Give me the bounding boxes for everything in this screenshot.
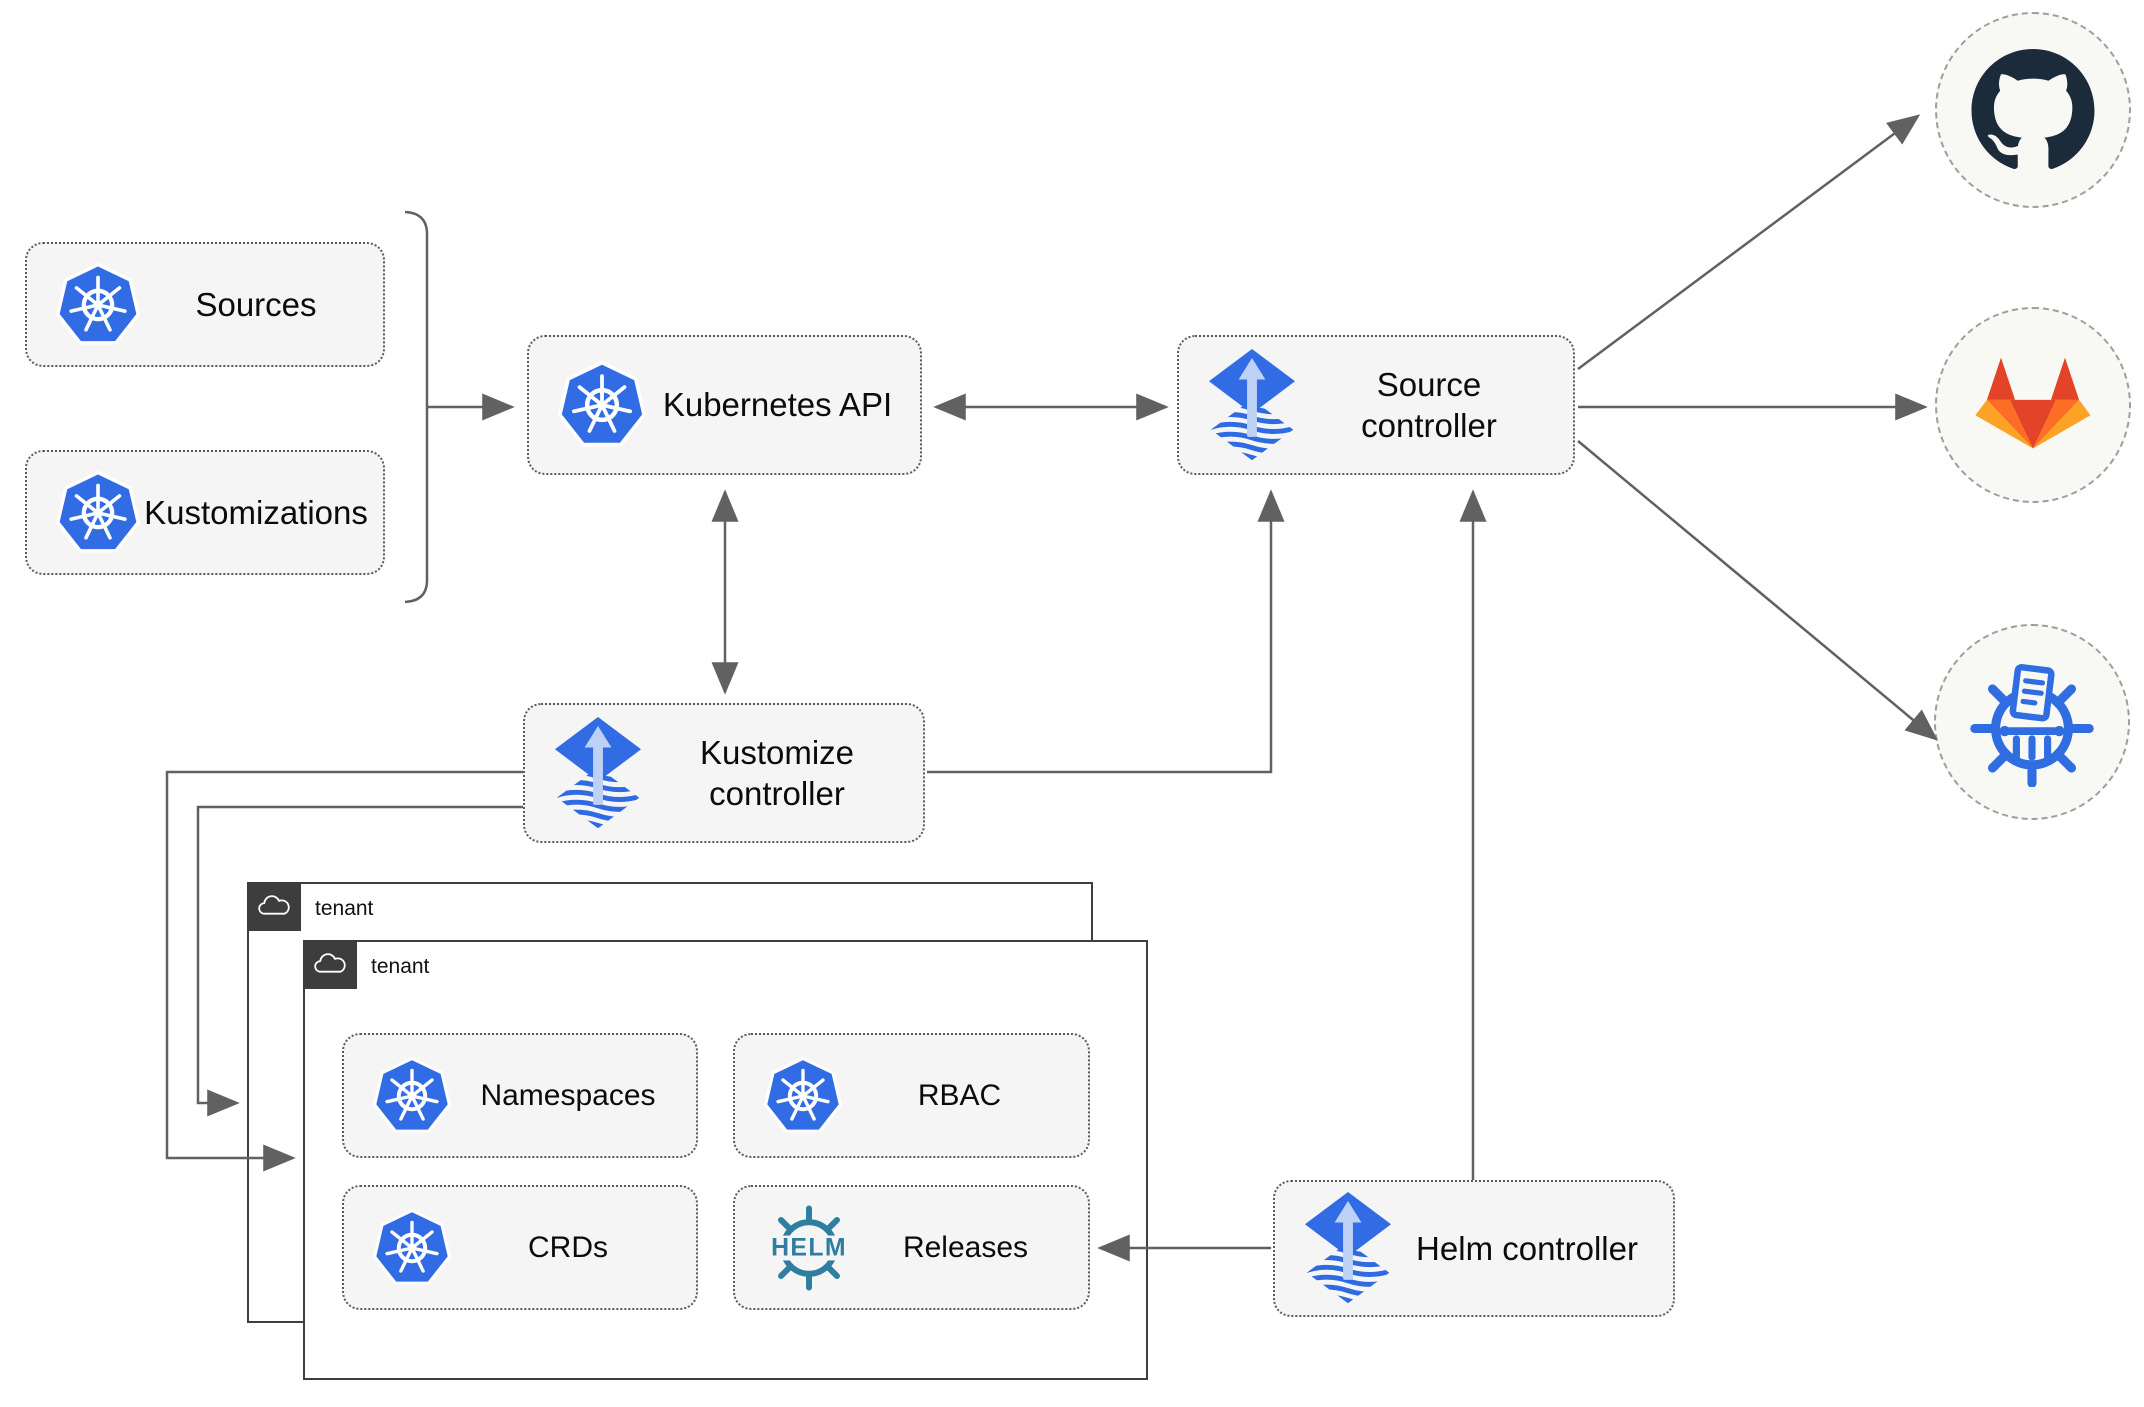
node-namespaces: Namespaces [342, 1033, 698, 1158]
kubernetes-icon [55, 262, 141, 348]
github-icon [1970, 49, 2096, 172]
node-crds: CRDs [342, 1185, 698, 1310]
node-label: Source controller [1361, 365, 1497, 444]
node-label: CRDs [528, 1230, 608, 1264]
node-helm-controller: Helm controller [1273, 1180, 1675, 1317]
chartmuseum-icon [1970, 664, 2094, 787]
edge-kustomize-to-source-controller [927, 489, 1285, 774]
node-label: Kustomize controller [699, 733, 855, 812]
tenant-tab [302, 939, 357, 989]
node-label: Sources [195, 285, 317, 323]
tenant-box-front: tenant [302, 939, 1148, 1380]
flux-icon [553, 717, 643, 830]
node-rbac: RBAC [733, 1033, 1090, 1158]
node-label: Kubernetes API [662, 386, 893, 424]
brace-sources-group [404, 210, 429, 604]
kubernetes-icon [55, 470, 141, 556]
node-source-controller: Source controller [1177, 335, 1575, 475]
kubernetes-icon [372, 1056, 452, 1136]
helm-icon: HELM [765, 1204, 853, 1291]
kubernetes-icon [763, 1056, 843, 1136]
kubernetes-icon [557, 360, 647, 450]
node-label: Releases [902, 1230, 1029, 1264]
tenant-label: tenant [371, 955, 430, 978]
node-releases: HELM Releases [733, 1185, 1090, 1310]
cloud-icon [255, 893, 293, 919]
chart-document [2009, 664, 2055, 722]
cloud-icon [311, 951, 349, 977]
node-label: Helm controller [1416, 1229, 1638, 1267]
node-kubernetes-api: Kubernetes API [527, 335, 922, 475]
node-kustomize-controller: Kustomize controller [523, 703, 925, 843]
endpoint-github [1935, 12, 2131, 208]
kubernetes-icon [372, 1208, 452, 1288]
node-kustomizations: Kustomizations [25, 450, 385, 575]
endpoint-chartmuseum [1934, 624, 2130, 820]
node-sources: Sources [25, 242, 385, 367]
node-label: Kustomizations [144, 493, 368, 531]
edge-source-controller-to-github [1577, 114, 1921, 371]
tenant-tab [246, 881, 301, 931]
tenant-label: tenant [315, 897, 374, 920]
flux-icon [1207, 349, 1297, 462]
flux-icon [1303, 1192, 1393, 1305]
gitlab-icon [1969, 349, 2097, 461]
museum-columns [2000, 727, 2064, 761]
edge-source-controller-to-chartmuseum [1577, 440, 1939, 741]
endpoint-gitlab [1935, 307, 2131, 503]
helm-logo-text: HELM [771, 1234, 847, 1261]
node-label: RBAC [917, 1078, 1002, 1112]
node-label: Namespaces [480, 1078, 656, 1112]
